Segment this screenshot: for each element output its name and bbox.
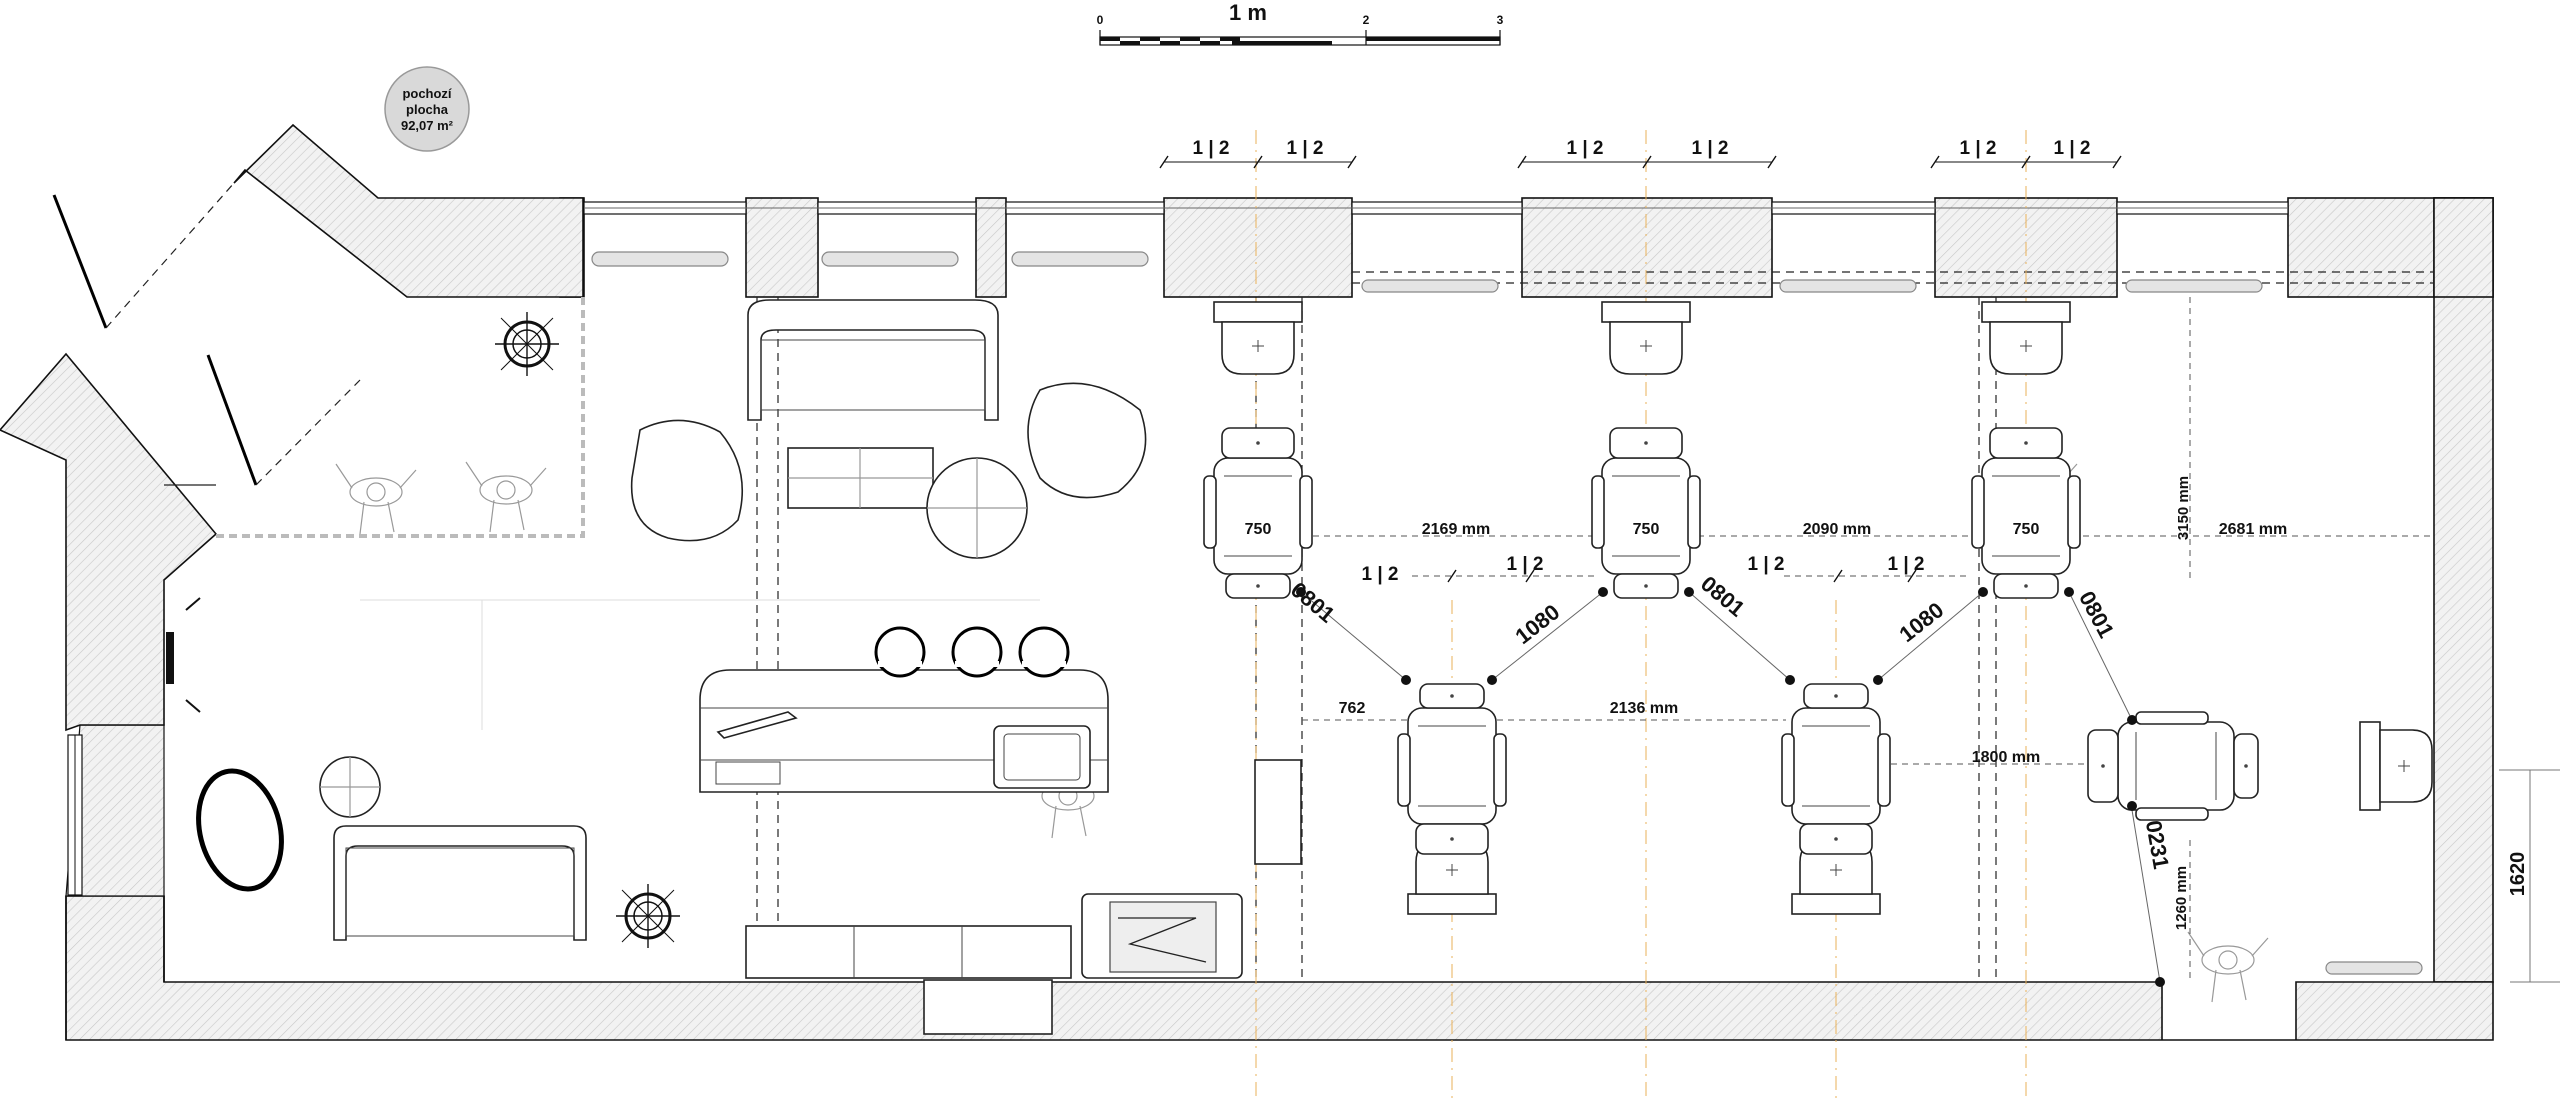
window-module-5: 1 | 2 xyxy=(1959,138,1996,159)
right-height: 1620 xyxy=(2507,852,2529,897)
salon-chair-icon xyxy=(1591,427,1701,599)
inner-module-2: 1 | 2 xyxy=(1506,554,1543,575)
diag-label-5: 0801 xyxy=(2074,587,2119,642)
salon-chair-icon xyxy=(1397,683,1507,855)
window-module-2: 1 | 2 xyxy=(1286,138,1323,159)
row2-left: 762 xyxy=(1339,700,1366,717)
pendant-lights xyxy=(493,310,682,950)
person-icon xyxy=(2187,931,2269,1003)
vertical-depth: 3150 mm xyxy=(2175,476,2192,540)
inner-module-4: 1 | 2 xyxy=(1887,554,1924,575)
storage-cabinets xyxy=(745,759,1302,1035)
diag-label-4: 1080 xyxy=(1894,597,1948,647)
inner-module-1: 1 | 2 xyxy=(1361,564,1398,585)
scale-tick-0: 0 xyxy=(1097,13,1104,27)
row3-gap: 1800 mm xyxy=(1972,749,2041,766)
bottom-depth: 1260 mm xyxy=(2173,866,2190,930)
window-module-4: 1 | 2 xyxy=(1691,138,1728,159)
person-icon xyxy=(465,461,547,533)
salon-chairs xyxy=(1203,427,2259,855)
dimension-lines xyxy=(1302,297,2560,983)
area-badge: pochozí plocha 92,07 m² xyxy=(384,66,470,152)
diag-label-1: 0801 xyxy=(1286,577,1340,628)
chair-width-1: 750 xyxy=(1245,521,1272,538)
lounge-furniture xyxy=(196,299,1147,941)
diagonal-dimensions xyxy=(1296,587,2165,987)
salon-chair-icon xyxy=(2087,711,2259,821)
diag-label-6: 0231 xyxy=(2141,818,2174,871)
salon-chair-icon xyxy=(1781,683,1891,855)
diag-label-2: 1080 xyxy=(1510,599,1564,649)
wash-basin-icon xyxy=(1981,301,2071,375)
area-badge-line1: pochozí xyxy=(402,86,451,101)
chair-axes xyxy=(1255,130,2027,1100)
window-module-6: 1 | 2 xyxy=(2053,138,2090,159)
gap-1: 2169 mm xyxy=(1422,521,1491,538)
window-module-dimensions: 1 | 2 1 | 2 1 | 2 1 | 2 1 | 2 1 | 2 xyxy=(1159,138,2122,169)
inner-module-3: 1 | 2 xyxy=(1747,554,1784,575)
chair-width-2: 750 xyxy=(1633,521,1660,538)
pendant-light-icon xyxy=(614,882,682,950)
area-badge-line2: plocha xyxy=(406,102,449,117)
pendant-light-icon xyxy=(493,310,561,378)
diag-label-3: 0801 xyxy=(1696,571,1750,622)
person-icon xyxy=(335,463,417,535)
row2-gap: 2136 mm xyxy=(1610,700,1679,717)
gap-3: 2681 mm xyxy=(2219,521,2288,538)
salon-chair-icon xyxy=(1203,427,1313,599)
area-badge-line3: 92,07 m² xyxy=(401,118,454,133)
scale-tick-3: 3 xyxy=(1497,13,1504,27)
scale-bar: 0 1 m 2 3 xyxy=(1097,0,1504,46)
scale-tick-2: 2 xyxy=(1363,13,1370,27)
wash-basin-icon xyxy=(1601,301,1691,375)
scale-label: 1 m xyxy=(1229,0,1267,25)
window-module-1: 1 | 2 xyxy=(1192,138,1229,159)
radiators xyxy=(591,251,2423,975)
reception-counter xyxy=(699,626,1109,793)
wash-basin-icon xyxy=(2359,721,2433,811)
wash-basin-icon xyxy=(1213,301,1303,375)
gap-2: 2090 mm xyxy=(1803,521,1872,538)
salon-chair-icon xyxy=(1971,427,2081,599)
entrance-doors xyxy=(52,182,361,713)
window-module-3: 1 | 2 xyxy=(1566,138,1603,159)
chair-width-3: 750 xyxy=(2013,521,2040,538)
